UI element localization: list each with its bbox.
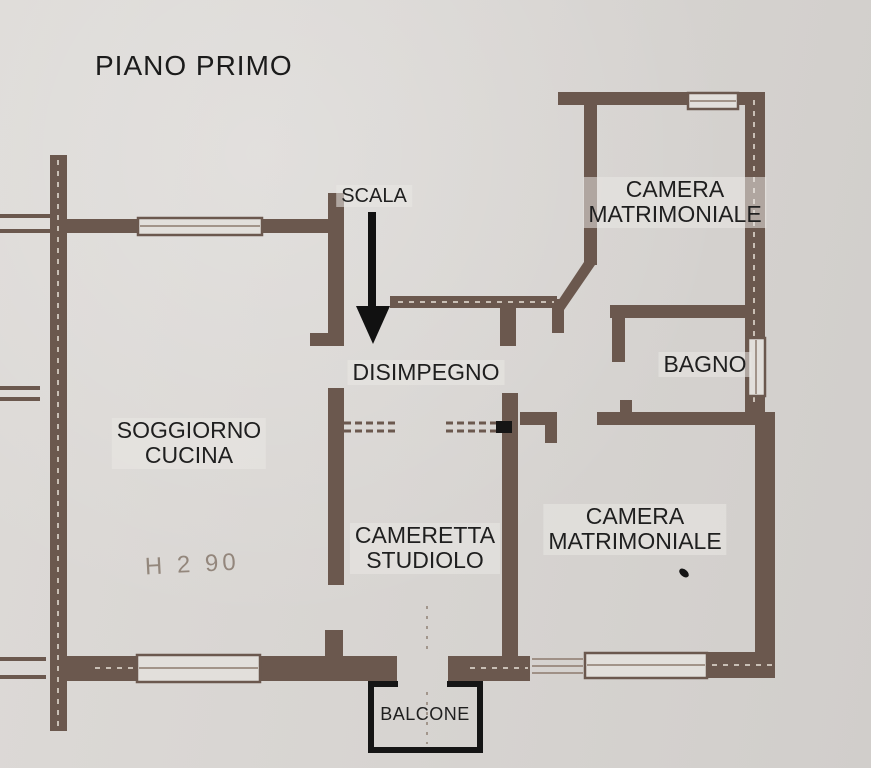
- room-label-scala: SCALA: [336, 185, 412, 207]
- wall-stub: [0, 675, 46, 679]
- room-label-line: CUCINA: [144, 442, 234, 469]
- room-label-bagno: BAGNO: [658, 351, 752, 378]
- room-label-line: STUDIOLO: [366, 547, 484, 574]
- room-label-line: SOGGIORNO: [116, 417, 262, 443]
- wall-cameretta-left: [328, 388, 344, 585]
- wall-right-exterior-lower: [755, 412, 775, 678]
- wall-bagno-jamb: [612, 305, 625, 362]
- room-label-line: CAMERA: [585, 503, 685, 529]
- height-annotation: H 2 90: [144, 548, 241, 581]
- wall-stub: [0, 657, 46, 661]
- wall-stub: [0, 386, 40, 390]
- plan-title: PIANO PRIMO: [95, 50, 293, 81]
- wall-bagno-bottom-a: [520, 412, 557, 425]
- wall-scala: [328, 193, 344, 345]
- wall-cameretta-right: [502, 393, 518, 667]
- wall-bottom: [707, 652, 775, 678]
- room-label-line: MATRIMONIALE: [548, 528, 722, 555]
- stairs-arrow-icon: [356, 212, 390, 344]
- wall-pier: [325, 630, 343, 658]
- room-label-camera-matrimoniale-top: CAMERA MATRIMONIALE: [583, 176, 767, 228]
- room-label-balcone: BALCONE: [380, 704, 470, 724]
- dashed-partition: [344, 421, 502, 433]
- room-label-camera-matrimoniale-bottom: CAMERA MATRIMONIALE: [543, 503, 727, 555]
- balcony-outline: [368, 681, 483, 753]
- black-dot-mark: [679, 568, 689, 578]
- wall-right-exterior-upper: [745, 92, 765, 412]
- wall-stub: [0, 397, 40, 401]
- wall-bottom: [52, 656, 137, 681]
- wall-diagonal: [552, 262, 597, 310]
- room-label-cameretta-studiolo: CAMERETTA STUDIOLO: [349, 522, 501, 574]
- wall-scala-foot: [310, 333, 344, 346]
- wall-bagno-bottom-b: [597, 412, 759, 425]
- wall-stub: [0, 229, 52, 233]
- wall-hook: [620, 400, 632, 412]
- wall-stub: [0, 214, 52, 218]
- wall-door-jamb: [500, 296, 516, 346]
- room-label-disimpegno: DISIMPEGNO: [347, 359, 505, 386]
- wall-door-jamb: [545, 425, 557, 443]
- wall-left-exterior: [50, 155, 67, 731]
- window-midlines: [139, 100, 757, 674]
- walls-layer: [0, 92, 775, 731]
- room-label-line: MATRIMONIALE: [588, 201, 762, 228]
- room-label-line: CAMERA: [625, 176, 725, 202]
- room-label-soggiorno-cucina: SOGGIORNO CUCINA: [111, 417, 267, 469]
- room-label-line: CAMERETTA: [354, 522, 496, 548]
- black-marker: [496, 421, 512, 433]
- wall-bagno-top: [610, 305, 745, 318]
- wall-bottom: [260, 656, 397, 681]
